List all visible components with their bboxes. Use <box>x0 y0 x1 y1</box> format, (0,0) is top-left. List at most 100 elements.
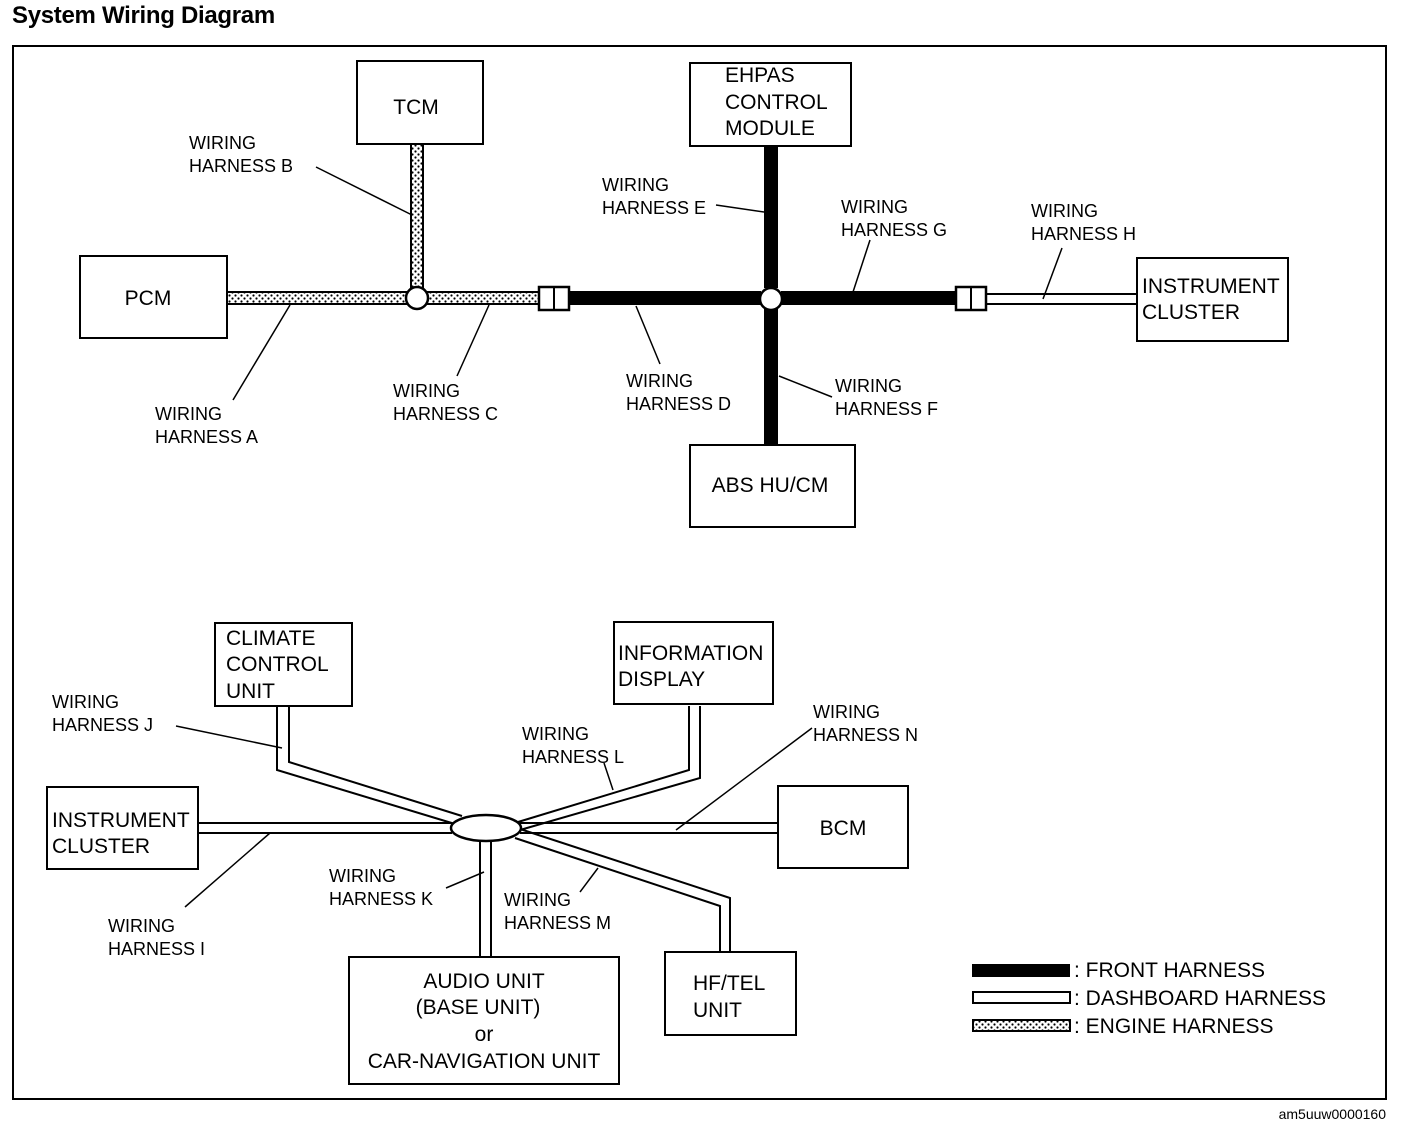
diagram-label-text: HARNESS I <box>108 939 205 959</box>
diagram-label-text: WIRING <box>329 866 396 886</box>
label-harness-j: WIRING HARNESS J <box>52 692 153 735</box>
figure-code: am5uuw0000160 <box>1278 1106 1386 1122</box>
label-harness-i: WIRING HARNESS I <box>108 916 205 959</box>
dashboard-harnesses-bottom <box>198 706 778 957</box>
diagram-label-text: WIRING <box>835 376 902 396</box>
harness-k <box>479 840 492 957</box>
diagram-label-text: HARNESS C <box>393 404 498 424</box>
diagram-label-text: HARNESS E <box>602 198 706 218</box>
harness-i <box>198 822 452 834</box>
module-audio-unit: AUDIO UNIT (BASE UNIT) or CAR-NAVIGATION… <box>348 956 620 1085</box>
harness-f <box>764 309 778 445</box>
module-info-label-2: DISPLAY <box>618 668 705 691</box>
diagram-label-text: HARNESS L <box>522 747 624 767</box>
module-ehpas: EHPAS CONTROL MODULE <box>689 62 852 147</box>
module-climate-label-3: UNIT <box>226 680 275 703</box>
connector-g-h <box>954 285 988 312</box>
module-instrument-cluster-top: INSTRUMENT CLUSTER <box>1136 257 1289 342</box>
label-harness-f: WIRING HARNESS F <box>835 376 938 419</box>
module-ehpas-label-1: EHPAS <box>725 64 795 87</box>
module-instrument-cluster-bottom: INSTRUMENT CLUSTER <box>46 786 199 870</box>
label-harness-n: WIRING HARNESS N <box>813 702 918 745</box>
module-climate-label-2: CONTROL <box>226 653 329 676</box>
label-harness-a: WIRING HARNESS A <box>155 404 258 447</box>
label-harness-b: WIRING HARNESS B <box>189 133 293 176</box>
module-ic-bottom-label-2: CLUSTER <box>52 835 150 858</box>
junction-engine <box>404 285 430 311</box>
module-hftel-label-2: UNIT <box>693 999 742 1022</box>
module-ic-top-label-2: CLUSTER <box>1142 301 1240 324</box>
legend-swatch-front <box>972 964 1070 977</box>
leader-lines-bottom <box>175 725 813 908</box>
module-audio-label-3: or <box>475 1023 494 1046</box>
label-harness-e: WIRING HARNESS E <box>602 175 706 218</box>
harness-c <box>426 291 540 305</box>
diagram-label-text: HARNESS D <box>626 394 731 414</box>
diagram-label-text: HARNESS J <box>52 715 153 735</box>
label-harness-h: WIRING HARNESS H <box>1031 201 1136 244</box>
diagram-label-text: WIRING <box>1031 201 1098 221</box>
legend-label-dashboard: : DASHBOARD HARNESS <box>1074 987 1326 1010</box>
harness-j <box>276 706 463 825</box>
module-info-label-1: INFORMATION <box>618 642 763 665</box>
harness-l <box>517 706 701 831</box>
label-harness-g: WIRING HARNESS G <box>841 197 947 240</box>
module-tcm: TCM <box>356 60 484 145</box>
diagram-label-text: WIRING <box>602 175 669 195</box>
legend-item-engine: : ENGINE HARNESS <box>972 1015 1274 1038</box>
harness-g <box>781 291 956 305</box>
junction-dashboard <box>449 813 523 843</box>
diagram-label-text: HARNESS K <box>329 889 433 909</box>
module-climate-control: CLIMATE CONTROL UNIT <box>214 622 353 707</box>
module-tcm-label: TCM <box>393 96 439 119</box>
diagram-label-text: WIRING <box>108 916 175 936</box>
diagram-label-text: HARNESS M <box>504 913 611 933</box>
harness-d <box>569 291 761 305</box>
diagram-label-text: HARNESS N <box>813 725 918 745</box>
diagram-frame <box>12 45 1387 1100</box>
diagram-label-text: WIRING <box>52 692 119 712</box>
diagram-label-text: WIRING <box>189 133 256 153</box>
harness-e <box>764 146 778 288</box>
module-bcm: BCM <box>777 785 909 869</box>
diagram-label-text: HARNESS A <box>155 427 258 447</box>
module-abs-label: ABS HU/CM <box>712 474 829 497</box>
diagram-label-text: HARNESS B <box>189 156 293 176</box>
diagram-label-text: WIRING <box>813 702 880 722</box>
diagram-label-text: WIRING <box>841 197 908 217</box>
harness-n <box>520 822 778 834</box>
module-audio-label-1: AUDIO UNIT <box>423 970 545 993</box>
label-harness-d: WIRING HARNESS D <box>626 371 731 414</box>
harness-m <box>514 827 731 952</box>
label-harness-k: WIRING HARNESS K <box>329 866 433 909</box>
label-harness-c: WIRING HARNESS C <box>393 381 498 424</box>
module-information-display: INFORMATION DISPLAY <box>613 621 774 705</box>
legend-label-front: : FRONT HARNESS <box>1074 959 1265 982</box>
diagram-label-text: HARNESS G <box>841 220 947 240</box>
diagram-label-text: WIRING <box>155 404 222 424</box>
legend: : FRONT HARNESS : DASHBOARD HARNESS : EN… <box>972 959 1326 1038</box>
legend-label-engine: : ENGINE HARNESS <box>1074 1015 1274 1038</box>
module-ehpas-label-3: MODULE <box>725 117 815 140</box>
harness-b <box>410 143 424 289</box>
module-hftel-label-1: HF/TEL <box>693 972 765 995</box>
module-audio-label-4: CAR-NAVIGATION UNIT <box>368 1050 601 1073</box>
diagram-title: System Wiring Diagram <box>12 2 275 29</box>
harness-h <box>986 293 1137 305</box>
label-harness-l: WIRING HARNESS L <box>522 724 624 767</box>
module-ehpas-label-2: CONTROL <box>725 91 828 114</box>
legend-swatch-engine <box>972 1019 1071 1032</box>
module-ic-top-label-1: INSTRUMENT <box>1142 275 1280 298</box>
connector-c-d <box>537 285 571 312</box>
junction-front <box>758 286 784 312</box>
diagram-label-text: HARNESS H <box>1031 224 1136 244</box>
leader-lines-top <box>232 166 1063 401</box>
module-pcm-label: PCM <box>125 287 172 310</box>
harness-a <box>226 291 408 305</box>
module-climate-label-1: CLIMATE <box>226 627 315 650</box>
module-hf-tel-unit: HF/TEL UNIT <box>664 951 797 1036</box>
legend-item-dashboard: : DASHBOARD HARNESS <box>972 987 1326 1010</box>
legend-swatch-dashboard <box>972 991 1071 1004</box>
diagram-label-text: WIRING <box>393 381 460 401</box>
